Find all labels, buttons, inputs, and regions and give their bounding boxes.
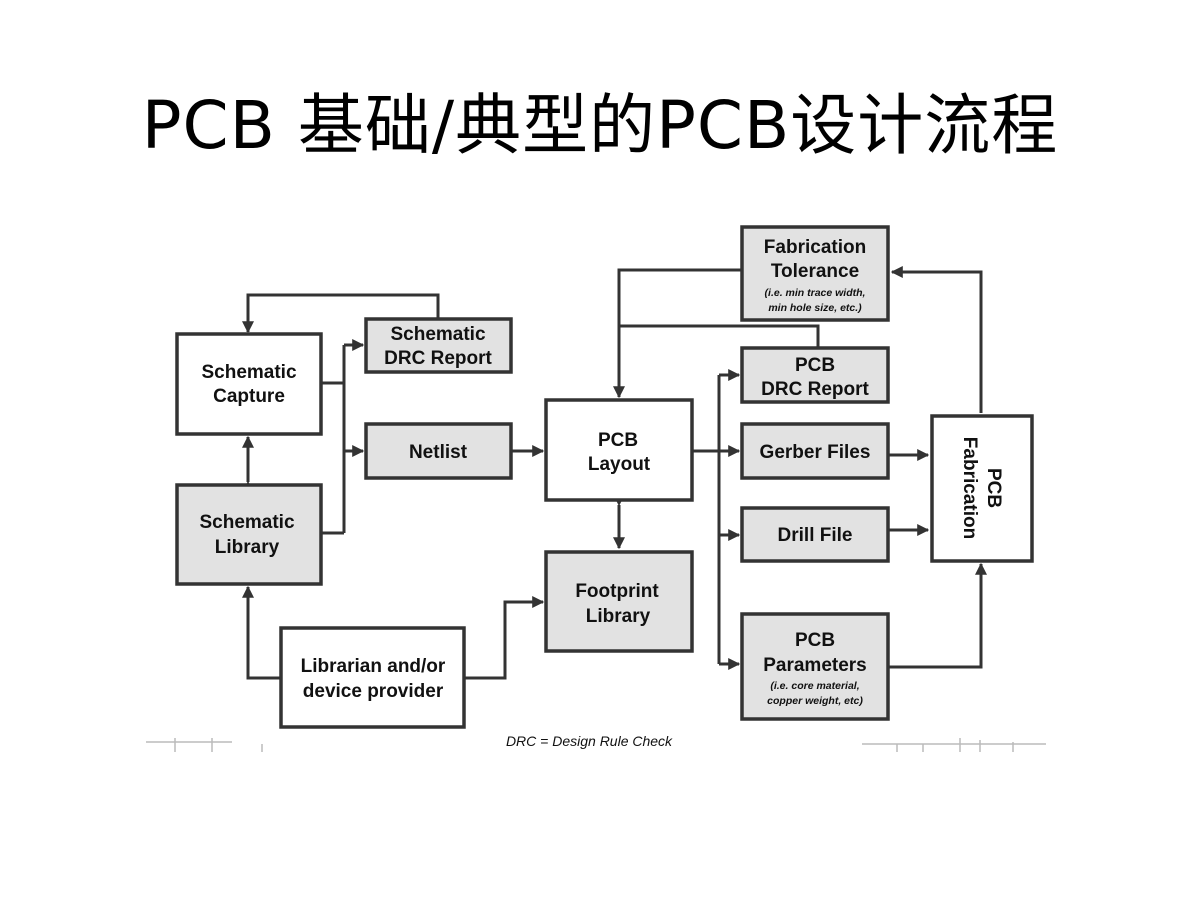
pcb-fabrication-line2: Fabrication [959, 437, 980, 539]
pcb-parameters-note1: (i.e. core material, [770, 680, 859, 692]
schematic-drc-line2: DRC Report [384, 348, 492, 369]
node-pcb-layout: PCB Layout [544, 398, 694, 502]
fabrication-tolerance-note1: (i.e. min trace width, [765, 287, 866, 299]
connectors [242, 266, 987, 680]
node-netlist: Netlist [364, 422, 513, 480]
schematic-drc-line1: Schematic [390, 324, 485, 345]
node-librarian: Librarian and/or device provider [279, 626, 466, 729]
slide-title: PCB 基础/典型的PCB设计流程 [141, 87, 1059, 164]
footer-rule [146, 738, 1046, 752]
pcb-layout-line2: Layout [588, 454, 651, 475]
librarian-line2: device provider [303, 681, 444, 702]
drill-label: Drill File [778, 525, 853, 546]
footprint-library-line1: Footprint [575, 581, 659, 602]
edge-librarian-to-footprint [464, 596, 545, 680]
fabrication-tolerance-note2: min hole size, etc.) [768, 302, 862, 314]
node-footprint-library: Footprint Library [544, 550, 694, 653]
edge-librarian-to-schlib [242, 585, 281, 680]
node-gerber-files: Gerber Files [740, 422, 890, 480]
node-pcb-parameters: PCB Parameters (i.e. core material, copp… [740, 612, 890, 721]
gerber-label: Gerber Files [760, 442, 871, 463]
node-schematic-capture: Schematic Capture [175, 332, 323, 436]
node-schematic-library: Schematic Library [175, 483, 323, 586]
pcb-parameters-line1: PCB [795, 630, 835, 651]
schematic-library-line2: Library [215, 537, 280, 558]
legend-text: DRC = Design Rule Check [506, 733, 673, 749]
pcb-drc-line2: DRC Report [761, 379, 869, 400]
fabrication-tolerance-line2: Tolerance [771, 261, 859, 282]
schematic-capture-line2: Capture [213, 386, 285, 407]
netlist-label: Netlist [409, 442, 468, 463]
edge-tolerance-to-layout [613, 268, 742, 399]
edge-schdrc-to-capture [242, 293, 440, 334]
node-schematic-drc-report: Schematic DRC Report [364, 317, 513, 374]
pcb-fabrication-line1: PCB [983, 468, 1004, 508]
schematic-library-line1: Schematic [199, 512, 294, 533]
pcb-layout-line1: PCB [598, 430, 638, 451]
node-fabrication-tolerance: Fabrication Tolerance (i.e. min trace wi… [740, 225, 890, 322]
librarian-line1: Librarian and/or [301, 656, 446, 677]
edge-params-to-fab [889, 562, 987, 669]
pcb-parameters-note2: copper weight, etc) [767, 695, 863, 707]
edge-fab-to-tolerance [890, 266, 983, 413]
fabrication-tolerance-line1: Fabrication [764, 237, 866, 258]
node-drill-file: Drill File [740, 506, 890, 563]
node-pcb-drc-report: PCB DRC Report [740, 346, 890, 404]
edge-pcbdrc-to-layout [619, 324, 820, 348]
pcb-drc-line1: PCB [795, 355, 835, 376]
node-pcb-fabrication: PCB Fabrication [930, 414, 1034, 563]
pcb-parameters-line2: Parameters [763, 655, 867, 676]
schematic-capture-line1: Schematic [201, 362, 296, 383]
footprint-library-line2: Library [586, 606, 651, 627]
